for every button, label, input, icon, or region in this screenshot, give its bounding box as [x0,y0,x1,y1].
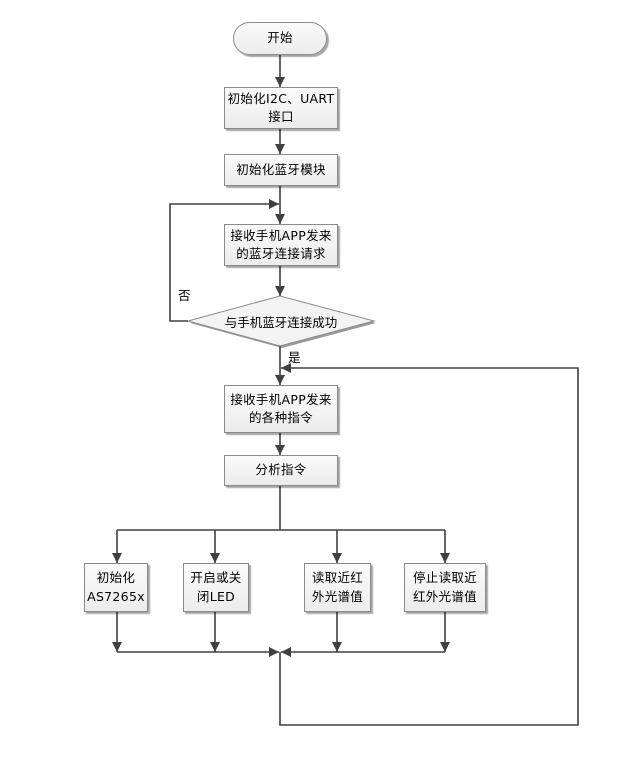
analyze-commands-box: 分析指令 [224,455,338,486]
decision-connected-label: 与手机蓝牙连接成功 [224,314,338,330]
toggle-led-box: 开启或关 闭LED [183,563,249,612]
init-interfaces-box: 初始化I2C、UART 接口 [224,87,338,129]
start-terminal: 开始 [233,22,327,55]
receive-commands-box: 接收手机APP发来 的各种指令 [224,385,338,433]
arrow-decision-no-loop [169,199,279,322]
decision-diamond [186,295,376,347]
read-spectrum-box: 读取近红 外光谱值 [304,563,371,612]
stop-reading-box: 停止读取近 红外光谱值 [404,563,486,612]
receive-connection-request-box: 接收手机APP发来 的蓝牙连接请求 [224,224,338,266]
yes-label: 是 [288,350,301,365]
arrow-loop-back-to-receive-commands [279,363,579,726]
init-sensor-box: 初始化 AS7265x [84,563,148,612]
init-bluetooth-box: 初始化蓝牙模块 [224,154,338,186]
no-label: 否 [178,288,191,303]
